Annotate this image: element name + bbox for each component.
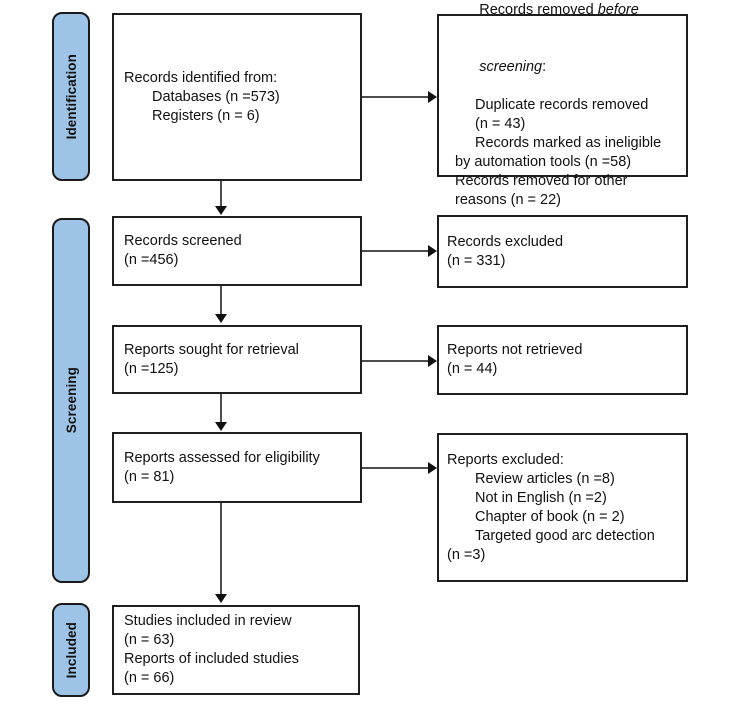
records-removed-line-7: Records removed for other xyxy=(455,172,628,189)
connector-screened-to-sought xyxy=(220,286,222,315)
box-records-removed: Records removed before screening: Duplic… xyxy=(437,2,688,208)
arrow-assessed-to-excluded xyxy=(428,461,437,474)
arrow-identified-to-screened xyxy=(214,206,227,215)
box-reports-excluded: Reports excluded: Review articles (n =8)… xyxy=(437,433,688,582)
records-identified-line-2: Databases (n =573) xyxy=(152,88,280,105)
reports-excluded-line-1: Reports excluded: xyxy=(447,451,564,468)
box-records-identified: Records identified from: Databases (n =5… xyxy=(112,13,362,181)
box-records-screened: Records screened (n =456) xyxy=(112,216,362,286)
arrow-sought-to-not-retrieved xyxy=(428,354,437,367)
connector-sought-to-not-retrieved xyxy=(362,360,428,362)
records-identified-line-1: Records identified from: xyxy=(124,69,278,86)
records-removed-line-8: reasons (n = 22) xyxy=(455,191,561,208)
box-reports-assessed: Reports assessed for eligibility (n = 81… xyxy=(112,432,362,503)
arrow-screened-to-excluded xyxy=(428,244,437,257)
reports-not-retrieved-line-2: (n = 44) xyxy=(447,361,498,377)
records-removed-line-3: Duplicate records removed xyxy=(475,96,649,113)
records-removed-line-4: (n = 43) xyxy=(475,115,526,132)
stage-pill-identification-label: Identification xyxy=(63,53,79,140)
reports-sought-line-2: (n =125) xyxy=(124,360,179,377)
reports-excluded-line-6: (n =3) xyxy=(447,546,486,563)
studies-included-line-4: (n = 66) xyxy=(124,670,175,686)
reports-assessed-line-1: Reports assessed for eligibility xyxy=(124,449,320,466)
reports-assessed-line-2: (n = 81) xyxy=(124,468,175,485)
records-removed-line-6: by automation tools (n =58) xyxy=(455,153,632,170)
records-excluded-line-2: (n = 331) xyxy=(447,252,506,269)
connector-sought-to-assessed xyxy=(220,394,222,423)
arrow-identified-to-removed xyxy=(428,90,437,103)
records-removed-title-colon: : xyxy=(542,58,547,75)
connector-screened-to-excluded xyxy=(362,250,428,252)
reports-sought-line-1: Reports sought for retrieval xyxy=(124,341,299,358)
records-identified-line-3: Registers (n = 6) xyxy=(152,107,260,124)
arrow-assessed-to-included xyxy=(214,594,227,603)
stage-pill-screening: Screening xyxy=(52,218,90,583)
records-screened-line-2: (n =456) xyxy=(124,252,179,268)
records-removed-title-italic2: screening xyxy=(479,58,543,75)
stage-pill-screening-label: Screening xyxy=(63,367,79,434)
records-removed-line-2: screening: xyxy=(447,39,678,96)
reports-excluded-line-2: Review articles (n =8) xyxy=(475,470,615,487)
box-reports-sought: Reports sought for retrieval (n =125) xyxy=(112,325,362,394)
records-screened-line-1: Records screened xyxy=(124,233,242,249)
arrow-sought-to-assessed xyxy=(214,422,227,431)
arrow-screened-to-sought xyxy=(214,314,227,323)
box-reports-not-retrieved: Reports not retrieved (n = 44) xyxy=(437,325,688,395)
records-removed-line-1: Records removed before xyxy=(447,0,678,39)
connector-identified-to-removed xyxy=(362,96,428,98)
stage-pill-included: Included xyxy=(52,603,90,697)
records-removed-line-5: Records marked as ineligible xyxy=(475,134,662,151)
records-removed-title-italic: before xyxy=(597,1,639,18)
studies-included-line-3: Reports of included studies xyxy=(124,651,299,667)
reports-excluded-line-5: Targeted good arc detection xyxy=(475,527,655,544)
stage-pill-identification: Identification xyxy=(52,12,90,181)
box-studies-included: Studies included in review (n = 63) Repo… xyxy=(112,605,360,695)
studies-included-line-2: (n = 63) xyxy=(124,632,175,648)
reports-excluded-line-3: Not in English (n =2) xyxy=(475,489,607,506)
connector-identified-to-screened xyxy=(220,181,222,207)
reports-excluded-line-4: Chapter of book (n = 2) xyxy=(475,508,625,525)
studies-included-line-1: Studies included in review xyxy=(124,613,292,629)
records-removed-title-plain: Records removed xyxy=(479,1,598,18)
records-excluded-line-1: Records excluded xyxy=(447,233,564,250)
connector-assessed-to-excluded xyxy=(362,467,428,469)
box-records-excluded: Records excluded (n = 331) xyxy=(437,215,688,288)
stage-pill-included-label: Included xyxy=(63,621,79,679)
connector-assessed-to-included xyxy=(220,503,222,595)
reports-not-retrieved-line-1: Reports not retrieved xyxy=(447,342,583,358)
